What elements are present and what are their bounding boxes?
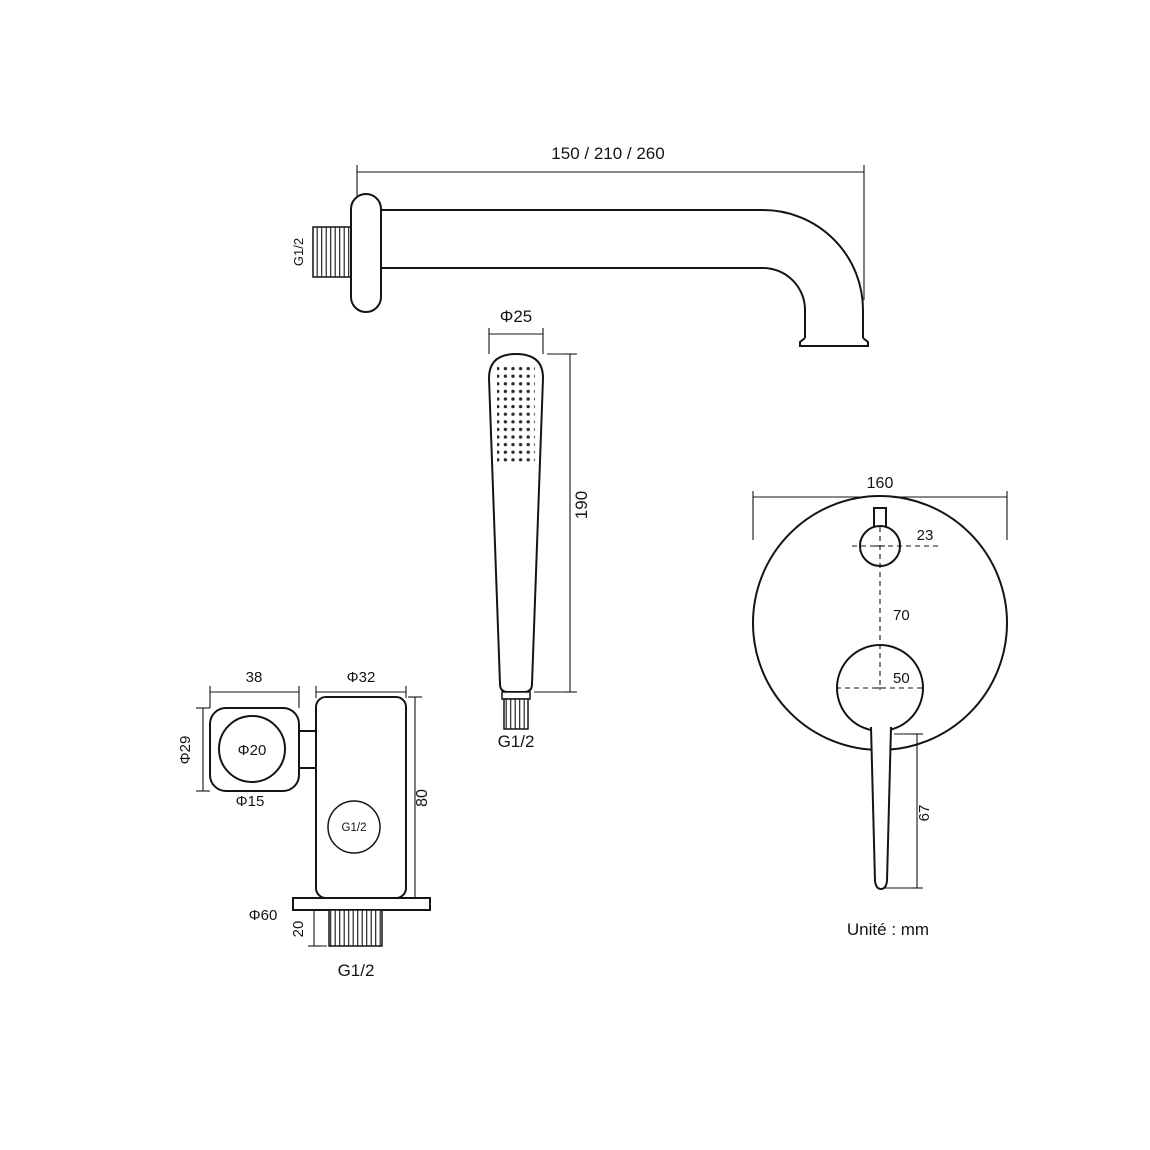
bracket-nipple-thread: [328, 909, 383, 947]
bracket-holder-width-dimension: 38: [209, 669, 300, 708]
mixer-valve-drawing: 160 23 70 50: [752, 475, 1008, 891]
bracket-inlet-thread-label: G1/2: [342, 822, 367, 834]
wall-bracket-drawing: 38 Φ32 Φ20 Φ15 Φ29 G1/2 80 Φ: [177, 669, 431, 980]
bracket-holder-ring: [218, 715, 286, 783]
spout-thread: G1/2: [291, 226, 352, 278]
valve-pin-tab: [873, 507, 887, 528]
bracket-body: [315, 696, 407, 899]
handshower-diameter-label: Φ25: [500, 307, 532, 326]
valve-pin-diameter-label: 23: [917, 527, 934, 544]
handshower-spray-face: [497, 364, 535, 464]
spout-tube: [381, 209, 869, 347]
spout-thread-label: G1/2: [291, 238, 306, 266]
valve-handle-length-label: 67: [916, 805, 933, 822]
bracket-holder-width-label: 38: [246, 669, 263, 686]
bracket-ring-label: Φ20: [238, 742, 267, 759]
handshower-thread-label: G1/2: [498, 732, 535, 751]
valve-pin-diameter-dimension: 23: [859, 527, 934, 552]
bracket-inlet-circle: [327, 800, 381, 854]
bracket-nipple-length-label: 20: [290, 921, 307, 938]
valve-plate-diameter-label: 160: [867, 475, 894, 492]
bracket-body-height-label: 80: [414, 789, 431, 807]
bracket-body-diameter-dimension: Φ32: [315, 669, 407, 698]
handshower-length-label: 190: [572, 491, 591, 519]
bracket-holder-height-label: Φ29: [177, 736, 194, 765]
bracket-nipple-length-dimension: 20: [290, 909, 327, 947]
handshower-length-dimension: 190: [534, 353, 591, 693]
valve-centers-distance-dimension: 70: [875, 545, 910, 689]
wall-spout-drawing: 150 / 210 / 260 G1/2: [291, 144, 869, 347]
valve-cartridge-diameter-label: 50: [893, 670, 910, 687]
valve-handle: [870, 726, 892, 891]
spout-length-dim-label: 150 / 210 / 260: [551, 144, 664, 163]
valve-centers-distance-label: 70: [893, 607, 910, 624]
valve-handle-length-dimension: 67: [884, 733, 933, 889]
handshower-drawing: Φ25 G1/2 190: [487, 307, 591, 751]
bracket-nipple-thread-label: G1/2: [338, 961, 375, 980]
handshower-diameter-dimension: Φ25: [488, 307, 544, 354]
bracket-body-height-dimension: 80: [408, 696, 431, 899]
bracket-holder-height-dimension: Φ29: [177, 707, 210, 792]
unit-note: Unité : mm: [847, 920, 929, 939]
bracket-bore-label: Φ15: [236, 793, 265, 810]
bracket-flange: [292, 897, 431, 911]
valve-cartridge-diameter-dimension: 50: [836, 670, 924, 693]
spout-length-dimension: 150 / 210 / 260: [356, 144, 865, 300]
bracket-flange-diameter-label: Φ60: [249, 907, 278, 924]
bracket-body-diameter-label: Φ32: [347, 669, 376, 686]
handshower-thread: G1/2: [498, 691, 535, 751]
spout-flange: [350, 193, 382, 313]
